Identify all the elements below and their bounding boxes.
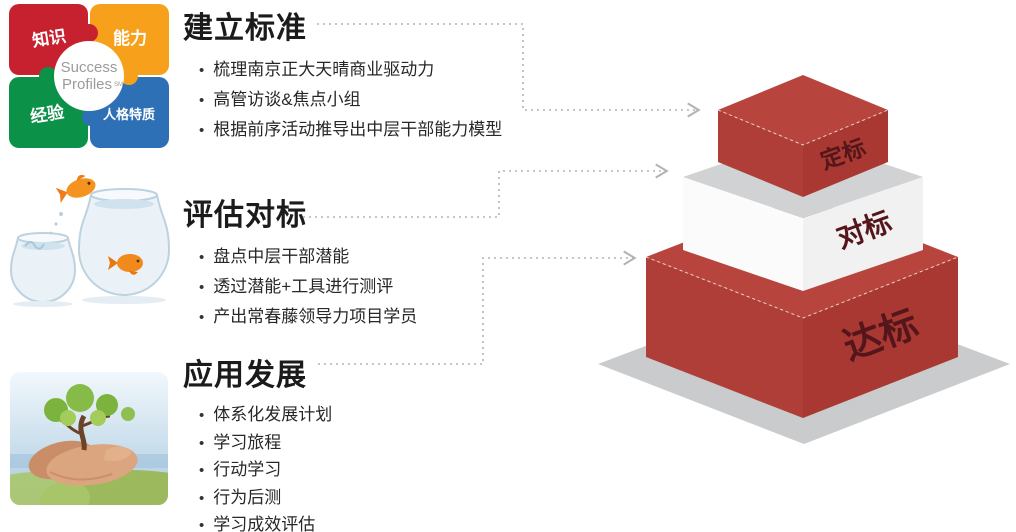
puzzle-center-circle [54, 41, 124, 111]
hands-holding-plant-image [10, 372, 168, 505]
goldfish-bowls-image [3, 162, 170, 309]
small-fishbowl [9, 232, 77, 303]
success-profiles-puzzle-image: Success Profiles SM 知识 能力 经验 人格特质 [9, 4, 169, 148]
section-apply-develop: 应用发展 体系化发展计划 学习旅程 行动学习 行为后测 学习成效评估 [183, 360, 523, 532]
bullet-item: 高管访谈&焦点小组 [199, 85, 523, 115]
section-establish-standards: 建立标准 梳理南京正大天晴商业驱动力 高管访谈&焦点小组 根据前序活动推导出中层… [183, 13, 523, 145]
bowl-reflection [13, 301, 73, 307]
section-assess-benchmark: 评估对标 盘点中层干部潜能 透过潜能+工具进行测评 产出常春藤领导力项目学员 [183, 200, 523, 332]
section-title-establish: 建立标准 [183, 12, 307, 45]
section-bullets-establish: 梳理南京正大天晴商业驱动力 高管访谈&焦点小组 根据前序活动推导出中层干部能力模… [183, 55, 523, 145]
connector-assess-to-middle-tier [303, 163, 669, 218]
success-profiles-text-line1: Success [61, 59, 118, 76]
puzzle-label-personality: 人格特质 [103, 107, 155, 122]
bullet-item: 盘点中层干部潜能 [199, 242, 523, 272]
bullet-item: 梳理南京正大天晴商业驱动力 [199, 55, 523, 85]
bullet-item: 学习成效评估 [199, 512, 523, 532]
section-title-apply: 应用发展 [183, 359, 307, 392]
sapling [44, 384, 135, 451]
bowl-goldfish [108, 254, 143, 275]
bowl-reflection [82, 296, 166, 304]
water-splash [49, 212, 63, 235]
success-profiles-sm-mark: SM [114, 82, 123, 88]
bullet-item: 学习旅程 [199, 430, 523, 458]
section-bullets-apply: 体系化发展计划 学习旅程 行动学习 行为后测 学习成效评估 [183, 402, 523, 532]
pyramid-tier-top: 定标 [717, 75, 889, 197]
bullet-item: 根据前序活动推导出中层干部能力模型 [199, 115, 523, 145]
bullet-item: 透过潜能+工具进行测评 [199, 272, 523, 302]
large-fishbowl [77, 188, 170, 296]
jumping-goldfish [55, 174, 96, 204]
bullet-item: 行动学习 [199, 457, 523, 485]
connector-establish-to-top-tier [317, 23, 701, 118]
bullet-item: 产出常春藤领导力项目学员 [199, 302, 523, 332]
section-bullets-assess: 盘点中层干部潜能 透过潜能+工具进行测评 产出常春藤领导力项目学员 [183, 242, 523, 332]
bullet-item: 体系化发展计划 [199, 402, 523, 430]
success-profiles-text-line2: Profiles [62, 76, 112, 93]
bullet-item: 行为后测 [199, 485, 523, 513]
section-title-assess: 评估对标 [183, 199, 307, 232]
puzzle-label-ability: 能力 [113, 28, 147, 48]
cupped-hands [28, 440, 138, 486]
